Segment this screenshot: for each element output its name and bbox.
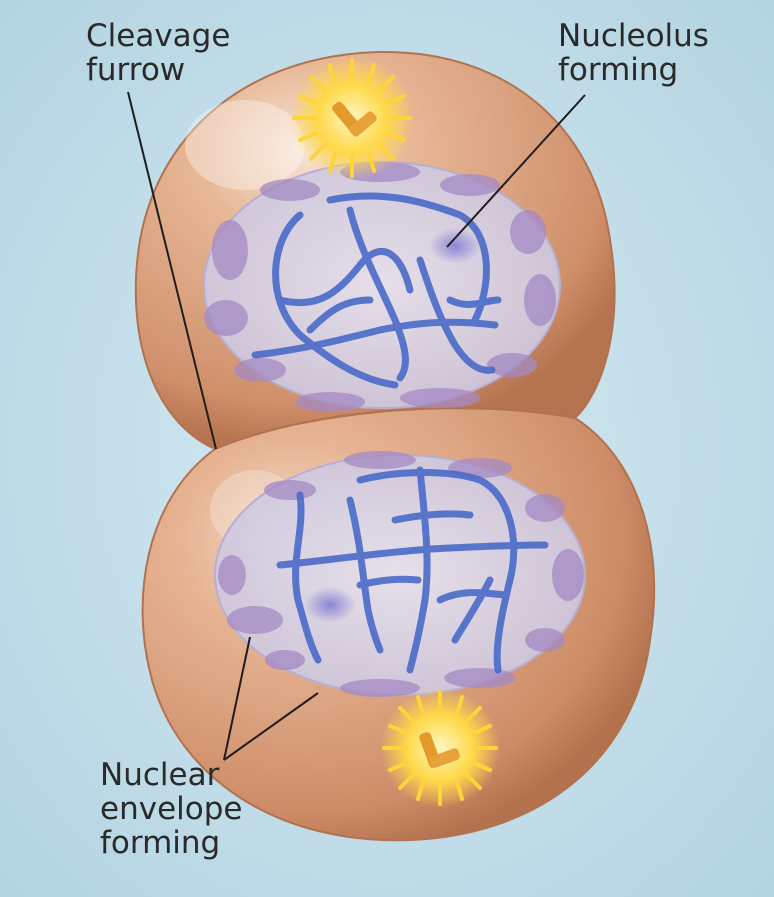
chromosomes-upper [251, 192, 502, 389]
centriole-pair [419, 732, 461, 768]
nuclear-envelope-forming-label: Nuclear envelope forming [100, 757, 243, 861]
lower-nucleus [214, 451, 586, 697]
nuclear-envelope-leader [223, 636, 251, 761]
chromosomes-lower [276, 466, 549, 674]
cleavage-furrow-leader [127, 91, 217, 450]
lower-centrosome [380, 688, 500, 808]
upper-nucleus [203, 161, 561, 412]
upper-centrosome [290, 56, 414, 180]
nucleolus [429, 228, 481, 264]
nucleolus [304, 587, 356, 623]
cell-highlight [185, 100, 305, 190]
nuclear-envelope-leader [223, 692, 319, 761]
cleavage-furrow-label: Cleavage furrow [86, 18, 231, 88]
nucleolus-forming-label: Nucleolus forming [558, 18, 709, 88]
centriole-pair [332, 101, 377, 137]
nucleolus-leader [446, 94, 586, 248]
